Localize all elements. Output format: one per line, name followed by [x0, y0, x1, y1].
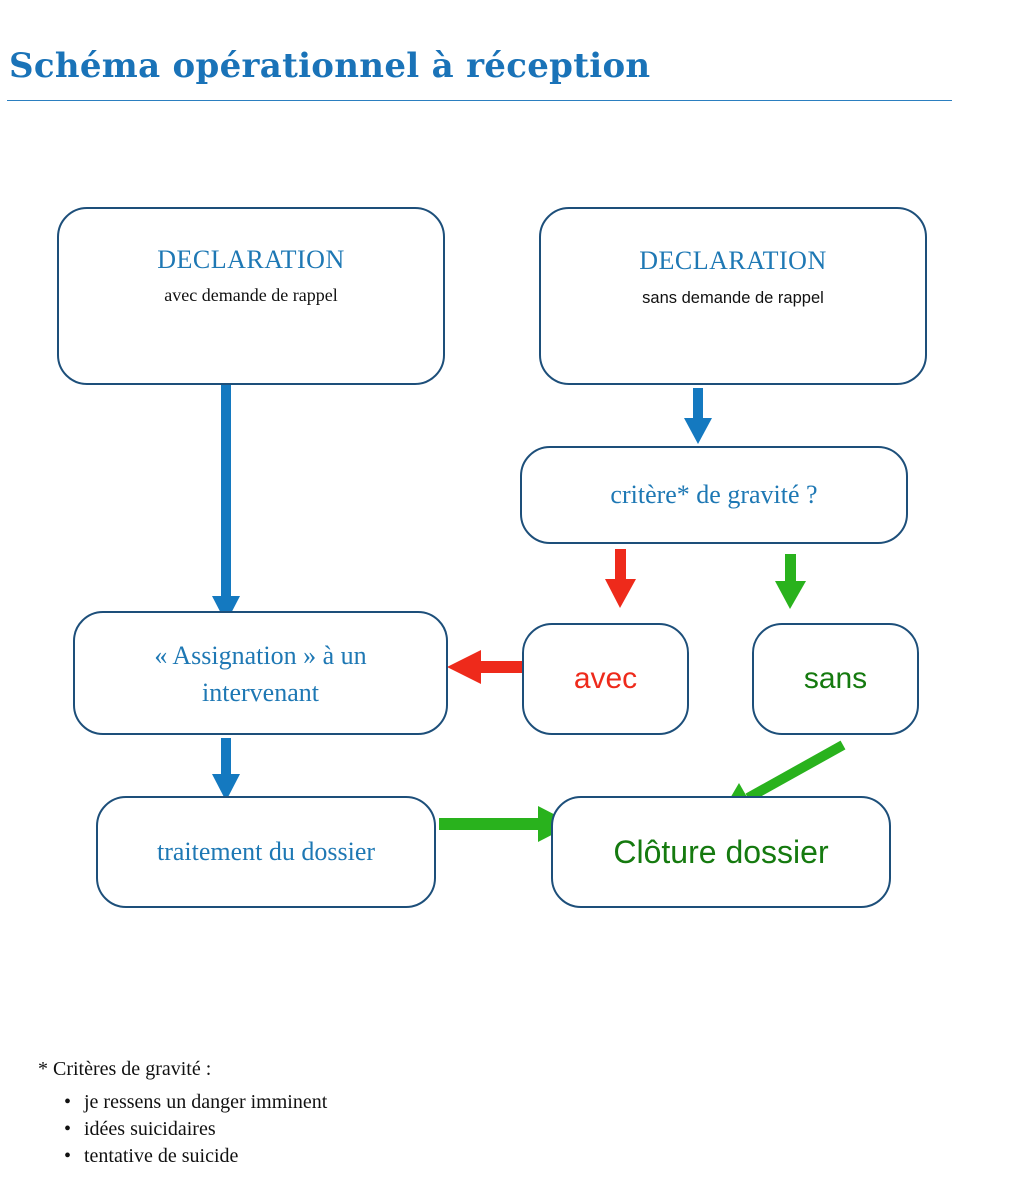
- arrow-declaration-sans-to-critere: [684, 388, 712, 444]
- node-assignation: « Assignation » à un intervenant: [73, 611, 448, 735]
- node-declaration-sans-rappel: DECLARATION sans demande de rappel: [539, 207, 927, 385]
- traitement-label: traitement du dossier: [156, 837, 376, 866]
- footnote-heading: * Critères de gravité :: [38, 1058, 212, 1080]
- node-cloture-dossier: Clôture dossier: [551, 796, 891, 908]
- arrow-assignation-to-traitement: [212, 738, 240, 801]
- avec-label: avec: [573, 662, 638, 695]
- title-underline: [7, 100, 952, 101]
- node-declaration-avec-rappel: DECLARATION avec demande de rappel: [57, 207, 445, 385]
- arrow-critere-to-sans: [775, 554, 806, 609]
- sans-label: sans: [803, 662, 868, 695]
- node-critere-gravite: critère* de gravité ?: [520, 446, 908, 544]
- list-item: idées suicidaires: [64, 1116, 327, 1143]
- declaration-sans-subtitle: sans demande de rappel: [642, 289, 824, 307]
- assignation-line-1: « Assignation » à un: [154, 641, 367, 670]
- page-title: Schéma opérationnel à réception: [9, 46, 651, 86]
- list-item: tentative de suicide: [64, 1143, 327, 1170]
- node-traitement-dossier: traitement du dossier: [96, 796, 436, 908]
- critere-label: critère* de gravité ?: [610, 480, 818, 509]
- arrow-critere-to-avec: [605, 549, 636, 608]
- node-avec: avec: [522, 623, 689, 735]
- cloture-label: Clôture dossier: [613, 833, 829, 870]
- criteria-list: je ressens un danger imminent idées suic…: [64, 1089, 327, 1170]
- arrow-declaration-avec-to-assignation: [212, 385, 240, 623]
- assignation-line-2: intervenant: [202, 678, 319, 707]
- node-sans: sans: [752, 623, 919, 735]
- list-item: je ressens un danger imminent: [64, 1089, 327, 1116]
- declaration-avec-subtitle: avec demande de rappel: [164, 285, 338, 305]
- arrow-avec-to-assignation: [447, 650, 523, 684]
- declaration-sans-heading: DECLARATION: [639, 246, 827, 275]
- declaration-avec-heading: DECLARATION: [157, 245, 345, 274]
